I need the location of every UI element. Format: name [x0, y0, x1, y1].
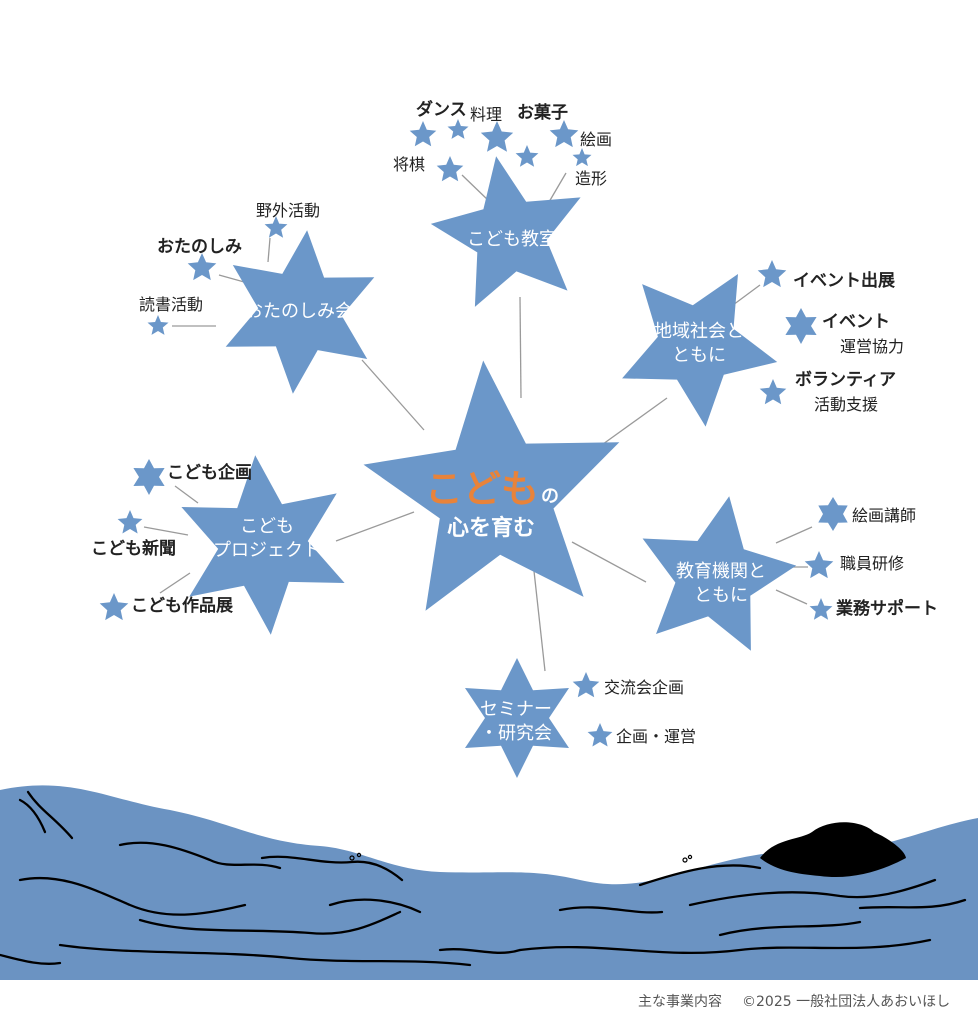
- star-kaiga-koshi: [818, 497, 848, 531]
- label-kodomo-kikaku: こども企画: [167, 463, 252, 483]
- hub-kodomo-kyoshitsu: こども教室: [467, 228, 557, 252]
- hub-seminar-line-2: ・研究会: [480, 723, 552, 745]
- label-kodomo-shinbun: こども新聞: [91, 539, 176, 559]
- star-shogi: [436, 156, 464, 182]
- hub-chiiki-shakai-line-2: ともに: [672, 345, 726, 367]
- star-okashi-2: [549, 120, 579, 148]
- star-koryu: [572, 672, 600, 698]
- footer-copyright: ©2025 一般社団法人あおいほし: [742, 994, 951, 1010]
- hub-kodomo-project: こども プロジェクト: [213, 515, 321, 564]
- label-kikaku-unei: 企画・運営: [616, 727, 697, 746]
- label-zokei: 造形: [575, 169, 608, 188]
- star-otanoshimi: [187, 253, 217, 281]
- star-ryori: [480, 121, 514, 152]
- hub-kyoiku-kikan: 教育機関と ともに: [676, 560, 766, 609]
- label-shogi: 将棋: [393, 155, 426, 174]
- hub-star-seminar: [465, 658, 569, 778]
- hub-star-kyoshitsu: [430, 156, 581, 307]
- label-okashi: お菓子: [517, 103, 568, 123]
- sea-waves: [0, 785, 978, 980]
- label-kodomo-sakuhinten: こども作品展: [131, 596, 233, 616]
- hub-kyoiku-kikan-line-1: 教育機関と: [676, 561, 766, 582]
- center-title-kodomo: こども: [425, 467, 540, 511]
- hub-otanoshimi-kai: おたのしみ会: [245, 300, 353, 324]
- star-yagai: [264, 216, 288, 238]
- center-title: こどもの: [425, 458, 559, 513]
- label-yagai-katsudo: 野外活動: [256, 201, 321, 220]
- center-star: [363, 360, 620, 611]
- star-okashi-1: [515, 145, 539, 167]
- star-kikaku: [133, 459, 165, 495]
- label-koryukai-kikaku: 交流会企画: [604, 678, 685, 697]
- label-gyomu-support: 業務サポート: [836, 599, 938, 619]
- hub-kodomo-kyoshitsu-line-1: こども教室: [467, 229, 557, 250]
- star-unei: [587, 723, 613, 747]
- hub-star-project: [181, 455, 345, 635]
- center-subtitle: 心を育む: [447, 516, 536, 541]
- hub-kodomo-project-line-2: プロジェクト: [213, 540, 321, 562]
- hub-chiiki-shakai-line-1: 地域社会と: [654, 321, 744, 342]
- label-event-unei-2: 運営協力: [840, 337, 905, 356]
- label-ryori: 料理: [470, 105, 503, 124]
- star-event-unei: [785, 308, 817, 344]
- star-dokusho: [147, 315, 169, 335]
- star-volunteer: [759, 379, 787, 405]
- label-event-shutten: イベント出展: [793, 271, 895, 291]
- hub-kodomo-project-line-1: こども: [240, 516, 294, 537]
- star-shinbun: [117, 510, 143, 534]
- star-kaiga: [572, 148, 592, 167]
- hub-star-kyoiku: [642, 496, 797, 651]
- footer-section-title: 主な事業内容: [638, 994, 722, 1010]
- star-sakuhin: [99, 593, 129, 621]
- label-volunteer-1: ボランティア: [795, 370, 896, 390]
- center-title-no: の: [541, 486, 560, 507]
- star-dance: [409, 121, 437, 147]
- label-event-unei-1: イベント: [822, 312, 890, 332]
- label-kaiga: 絵画: [580, 130, 613, 149]
- hub-star-chiiki: [622, 274, 778, 427]
- footer: 主な事業内容 ©2025 一般社団法人あおいほし: [638, 991, 950, 1011]
- label-shokuin-kenshu: 職員研修: [840, 554, 905, 573]
- star-gyomu: [809, 598, 833, 620]
- star-dance-2: [447, 119, 469, 139]
- hub-otanoshimi-kai-line-1: おたのしみ会: [245, 301, 353, 322]
- hub-seminar-line-1: セミナー: [480, 699, 552, 720]
- hub-kyoiku-kikan-line-2: ともに: [694, 585, 748, 607]
- label-otanoshimi: おたのしみ: [157, 237, 242, 257]
- label-dokusho-katsudo: 読書活動: [139, 295, 204, 314]
- label-kaiga-koshi: 絵画講師: [852, 506, 917, 525]
- label-dance: ダンス: [416, 100, 467, 120]
- hub-star-otanoshimi: [225, 230, 375, 394]
- hub-chiiki-shakai: 地域社会と ともに: [654, 320, 744, 369]
- label-volunteer-2: 活動支援: [814, 395, 879, 414]
- hub-seminar: セミナー ・研究会: [480, 698, 552, 747]
- star-shokuin: [804, 551, 834, 579]
- star-event-ten: [757, 260, 787, 288]
